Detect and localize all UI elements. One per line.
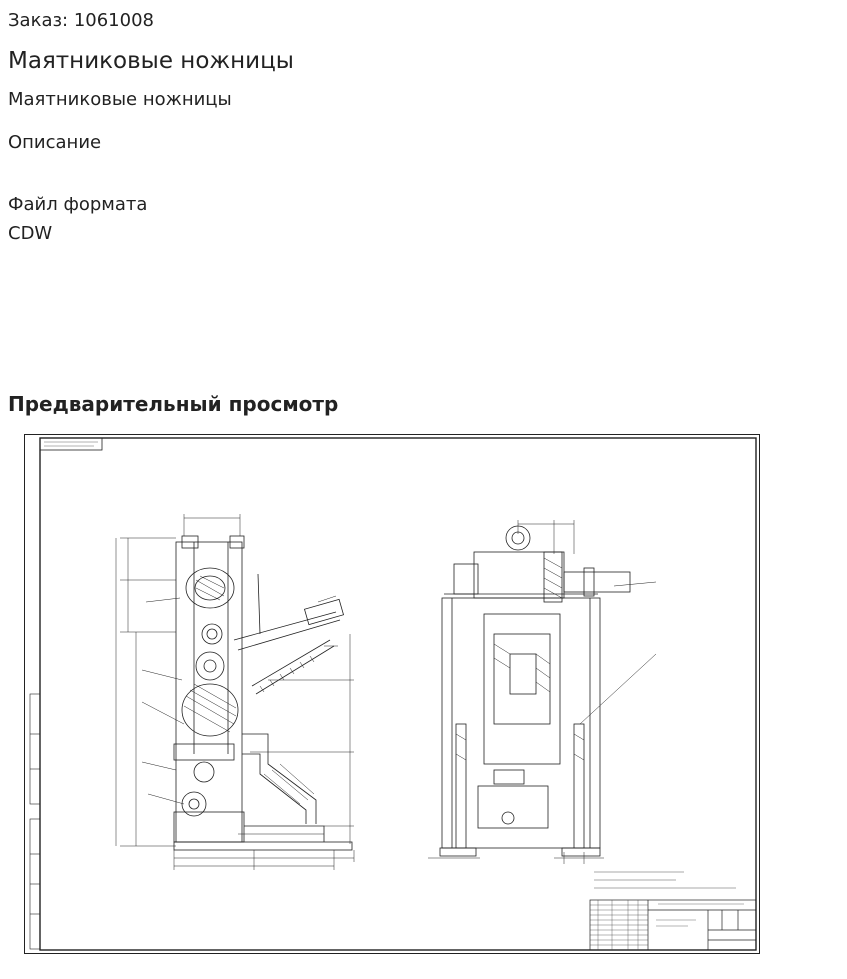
preview-heading: Предварительный просмотр: [8, 392, 339, 416]
file-format-label: Файл формата: [8, 194, 148, 215]
product-subtitle: Маятниковые ножницы: [8, 89, 232, 110]
description-label: Описание: [8, 132, 102, 153]
order-number: Заказ: 1061008: [8, 10, 154, 31]
file-format-value: CDW: [8, 223, 53, 244]
drawing-preview-image: [24, 434, 760, 954]
page-title: Маятниковые ножницы: [8, 48, 294, 74]
